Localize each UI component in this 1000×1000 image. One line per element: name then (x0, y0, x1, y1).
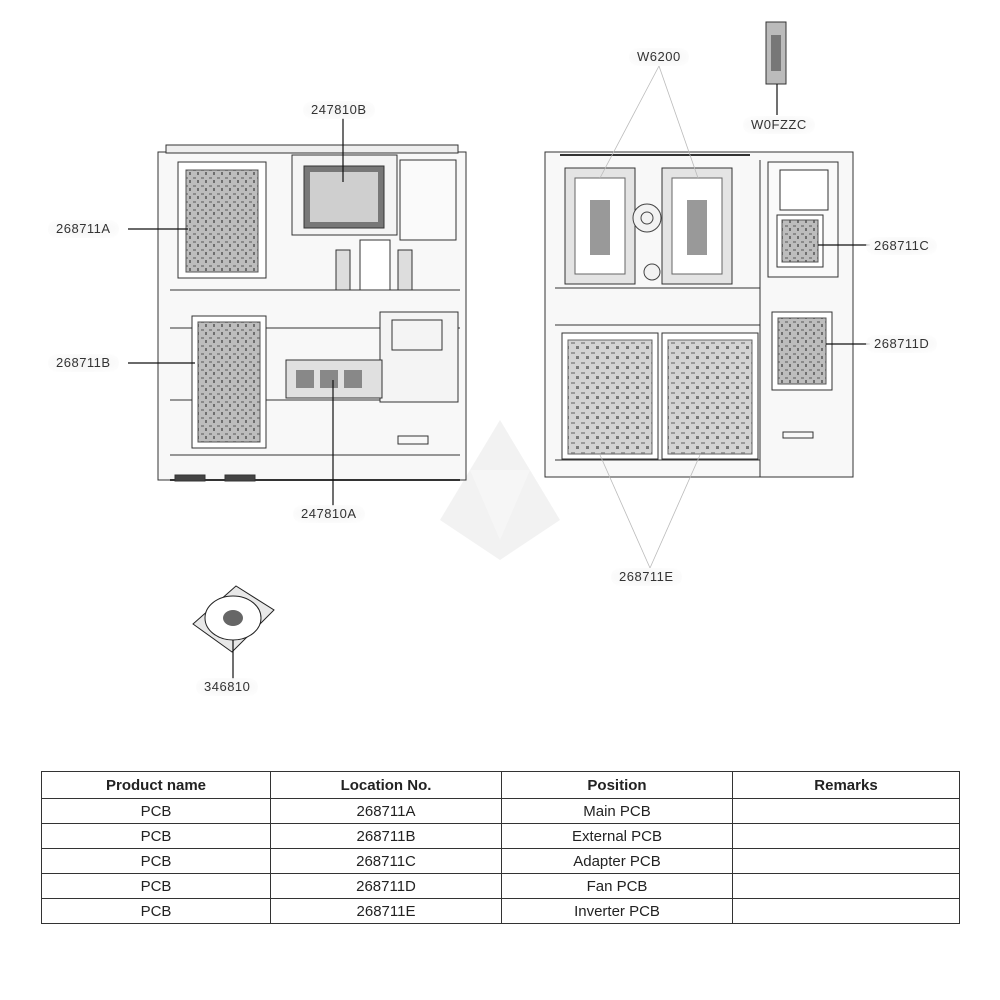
right-guide-lines (599, 65, 701, 569)
inverter-module-top-left (564, 167, 636, 285)
callout-W6200: W6200 (629, 48, 689, 66)
cell-remarks (732, 848, 960, 874)
left-leader-lines (128, 118, 344, 507)
cell-product-name: PCB (41, 898, 271, 924)
header-remarks: Remarks (732, 771, 960, 799)
fuse-W0FZZC (765, 21, 787, 85)
cell-location-no: 268711D (270, 873, 502, 899)
cell-remarks (732, 898, 960, 924)
table-row: PCB 268711A Main PCB (41, 798, 960, 824)
cell-location-no: 268711C (270, 848, 502, 874)
main-pcb-268711A (177, 161, 267, 279)
cell-location-no: 268711A (270, 798, 502, 824)
right-leader-lines (776, 84, 870, 345)
cell-position: External PCB (501, 823, 733, 849)
callout-268711C: 268711C (866, 237, 938, 255)
parts-diagram (128, 21, 870, 680)
watermark-logo (440, 420, 560, 560)
cell-remarks (732, 823, 960, 849)
callout-346810: 346810 (196, 678, 259, 696)
inverter-module-top-right (661, 167, 733, 285)
cell-location-no: 268711E (270, 898, 502, 924)
cell-position: Main PCB (501, 798, 733, 824)
inverter-pcb-268711E-left (561, 332, 659, 460)
header-position: Position (501, 771, 733, 799)
parts-table: Product name Location No. Position Remar… (41, 771, 960, 924)
table-row: PCB 268711E Inverter PCB (41, 898, 960, 924)
callout-247810A: 247810A (293, 505, 365, 523)
table-row: PCB 268711B External PCB (41, 823, 960, 849)
callout-268711B: 268711B (48, 354, 119, 372)
cell-position: Inverter PCB (501, 898, 733, 924)
callout-W0FZZC: W0FZZC (743, 116, 815, 134)
fan-pcb-268711D (771, 311, 833, 391)
cell-position: Fan PCB (501, 873, 733, 899)
header-location-no: Location No. (270, 771, 502, 799)
cell-location-no: 268711B (270, 823, 502, 849)
table-header-row: Product name Location No. Position Remar… (41, 771, 960, 799)
cell-product-name: PCB (41, 848, 271, 874)
fan-346810 (192, 585, 275, 680)
cell-position: Adapter PCB (501, 848, 733, 874)
table-row: PCB 268711D Fan PCB (41, 873, 960, 899)
callout-268711A: 268711A (48, 220, 119, 238)
cell-remarks (732, 798, 960, 824)
cell-remarks (732, 873, 960, 899)
callout-247810B: 247810B (303, 101, 375, 119)
adapter-pcb-268711C (776, 214, 824, 268)
table-row: PCB 268711C Adapter PCB (41, 848, 960, 874)
terminal-block-247810A (285, 359, 383, 399)
display-247810B (291, 154, 398, 236)
cell-product-name: PCB (41, 798, 271, 824)
reactor-coil (632, 203, 662, 281)
cell-product-name: PCB (41, 823, 271, 849)
external-pcb-268711B (191, 315, 267, 449)
header-product-name: Product name (41, 771, 271, 799)
inverter-pcb-268711E-right (661, 332, 759, 460)
callout-268711E: 268711E (611, 568, 682, 586)
cell-product-name: PCB (41, 873, 271, 899)
callout-268711D: 268711D (866, 335, 938, 353)
